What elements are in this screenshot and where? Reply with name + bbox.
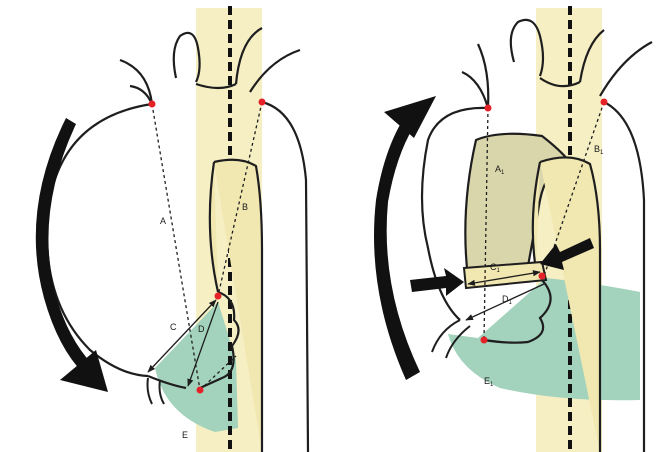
label-B: B [242,202,248,212]
landmark-dot [197,387,204,394]
landmark-dot [539,273,546,280]
wedge-region-E1 [448,278,640,400]
aortic-branch-right-5 [600,42,652,96]
landmark-dot [215,293,222,300]
left-panel: A B C D E [36,6,308,452]
label-A: A [160,216,166,226]
aortic-branch-right-2 [478,44,488,108]
descending-aorta-outer-left [262,102,308,452]
landmark-dot [601,99,608,106]
label-D: D [198,324,205,334]
rotation-arrowhead-right-icon [384,96,436,138]
compression-arrow-left-icon [410,268,464,296]
landmark-dot [259,99,266,106]
landmark-dot [485,105,492,112]
rotation-arrow-left-icon [36,118,92,374]
label-C: C [170,322,177,332]
landmark-dot [149,101,156,108]
right-panel: A1 B1 C1 D1 E1 [374,6,652,452]
label-E: E [182,430,188,440]
aortic-branch-right-1 [462,72,488,108]
aortic-branch-left-3 [174,33,200,82]
rotation-arrow-right-icon [374,118,420,380]
landmark-dot [481,337,488,344]
label-D1: D1 [502,294,513,306]
